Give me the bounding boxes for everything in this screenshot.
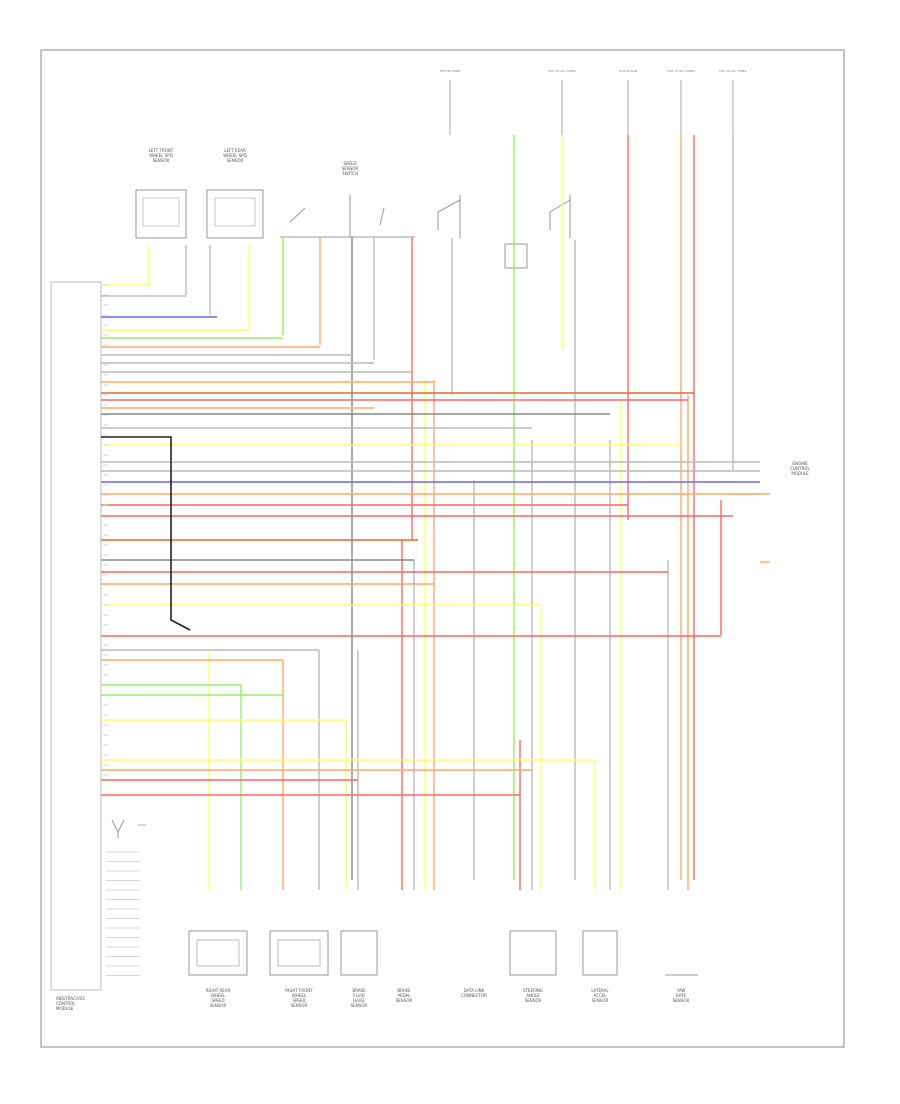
control-module-body <box>50 281 102 991</box>
label-fuse-0: HOT IN START <box>440 69 461 73</box>
bottom-pin-ticks <box>106 851 140 976</box>
label-fuse-3: HOT AT ALL TIMES <box>667 69 695 73</box>
vertical-wires <box>148 135 734 890</box>
label-fuse-1: HOT AT ALL TIMES <box>548 69 576 73</box>
label-ground: G100 <box>138 823 146 827</box>
pin-ticks <box>103 284 108 776</box>
dark-wire <box>101 436 191 631</box>
relays-top <box>437 195 571 269</box>
horizontal-wires <box>101 284 770 796</box>
label-fuse-4: HOT AT ALL TIMES <box>719 69 747 73</box>
outer-frame <box>40 49 845 1048</box>
ground-symbol <box>111 819 125 838</box>
top-switch-assembly <box>280 195 415 238</box>
top-left-modules <box>135 189 264 239</box>
bottom-components <box>188 930 698 976</box>
label-fuse-2: HOT IN RUN <box>619 69 637 73</box>
fuse-stubs <box>449 80 734 135</box>
